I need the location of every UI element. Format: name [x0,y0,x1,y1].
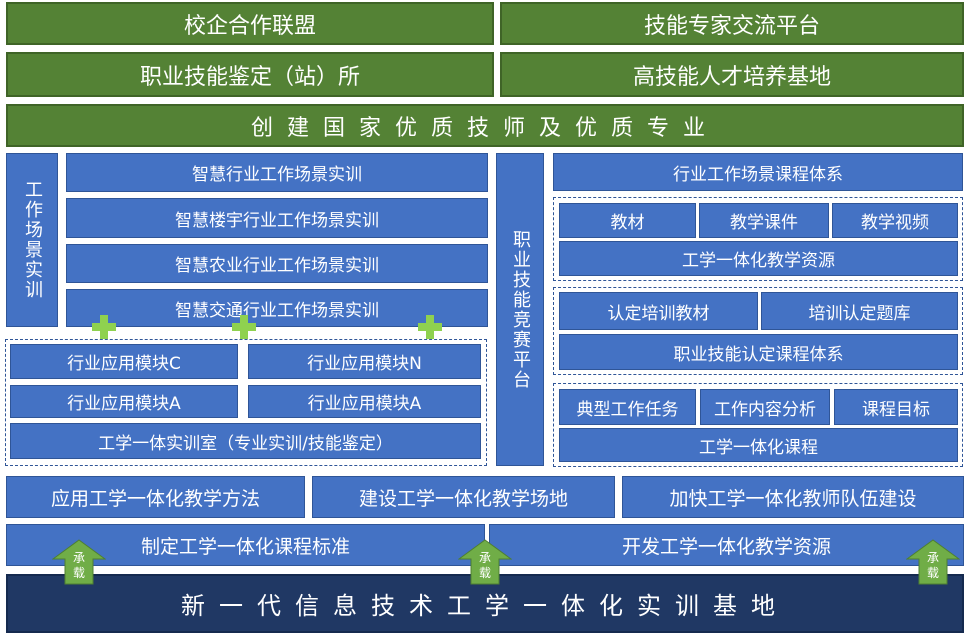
resource-group [553,197,963,281]
scene-item: 智慧行业工作场景实训 [66,153,488,192]
course-item-label: 典型工作任务 [576,399,679,420]
course-system-box: 行业工作场景课程体系 [553,153,963,191]
plus-icon [92,315,116,339]
resource-title-box: 工学一体化教学资源 [559,241,958,276]
course-item-label: 课程目标 [862,399,930,420]
scene-item: 智慧楼宇行业工作场景实训 [66,198,488,238]
expert-platform-box: 技能专家交流平台 [500,2,964,45]
scene-label: 智慧楼宇行业工作场景实训 [175,210,379,231]
cert-title-box: 职业技能认定课程体系 [559,334,958,370]
scene-label: 智慧行业工作场景实训 [192,165,362,185]
arrow-up-icon: 承 载 [458,539,512,585]
lab-box: 工学一体实训室（专业实训/技能鉴定） [10,423,481,459]
resource-title-label: 工学一体化教学资源 [682,251,835,271]
resource-item: 教学课件 [699,203,829,238]
course-item: 课程目标 [834,389,958,425]
arrow-label: 承 [72,551,85,565]
module-item: 行业应用模块N [248,344,481,379]
method-box: 建设工学一体化教学场地 [312,476,615,518]
module-label: 行业应用模块A [307,394,422,414]
alliance-label: 校企合作联盟 [183,13,316,39]
method-box: 应用工学一体化教学方法 [6,476,305,518]
course-standard-label: 制定工学一体化课程标准 [140,535,350,558]
scene-label: 智慧交通行业工作场景实训 [175,300,379,321]
arrow-label: 承 [478,551,491,565]
resource-label: 教材 [610,213,645,233]
module-label: 行业应用模块A [67,394,181,414]
cert-label: 培训认定题库 [808,303,911,324]
module-label: 行业应用模块C [67,354,181,374]
module-group [5,339,487,466]
arrow-label: 载 [926,566,939,580]
dev-resources-label: 开发工学一体化教学资源 [621,535,831,558]
cert-item: 培训认定题库 [761,292,958,330]
method-label: 加快工学一体化教师队伍建设 [669,487,917,510]
course-item: 典型工作任务 [559,389,696,425]
expert-platform-label: 技能专家交流平台 [643,13,820,39]
banner-box: 创建国家优质技师及优质专业 [6,104,964,147]
alliance-box: 校企合作联盟 [6,2,494,45]
method-box: 加快工学一体化教师队伍建设 [622,476,964,518]
workplace-training-label: 工作场景实训 [22,180,43,300]
base-label: 新一代信息技术工学一体化实训基地 [181,592,789,620]
course-group [553,383,963,467]
plus-icon [418,315,442,339]
module-item: 行业应用模块C [10,344,238,379]
cert-title-label: 职业技能认定课程体系 [673,344,844,365]
resource-item: 教材 [559,203,696,238]
course-system-label: 行业工作场景课程体系 [673,164,843,185]
lab-label: 工学一体实训室（专业实训/技能鉴定） [98,433,393,454]
method-label: 应用工学一体化教学方法 [50,487,260,510]
course-title-box: 工学一体化课程 [559,428,958,462]
appraisal-station-label: 职业技能鉴定（站）所 [139,64,360,90]
cert-label: 认定培训教材 [607,303,710,324]
course-title-label: 工学一体化课程 [699,437,818,458]
cert-item: 认定培训教材 [559,292,758,330]
resource-label: 教学视频 [861,213,929,233]
talent-base-box: 高技能人才培养基地 [500,52,964,97]
scene-label: 智慧农业行业工作场景实训 [175,256,379,276]
dev-resources-box: 开发工学一体化教学资源 [489,524,964,566]
resource-item: 教学视频 [832,203,958,238]
talent-base-label: 高技能人才培养基地 [632,64,831,90]
method-label: 建设工学一体化教学场地 [358,487,568,510]
course-item: 工作内容分析 [700,389,830,425]
module-item: 行业应用模块A [248,385,481,418]
arrow-label: 承 [926,551,939,565]
arrow-label: 载 [478,566,491,580]
arrow-up-icon: 承 载 [906,539,960,585]
cert-group [553,287,963,375]
base-box: 新一代信息技术工学一体化实训基地 [6,574,964,633]
arrow-label: 载 [72,566,85,580]
workplace-training-vertical: 工作场景实训 [6,153,58,327]
scene-item: 智慧交通行业工作场景实训 [66,289,488,327]
skills-competition-vertical: 职业技能竞赛平台 [496,153,544,466]
module-label: 行业应用模块N [307,354,422,374]
scene-item: 智慧农业行业工作场景实训 [66,244,488,283]
arrow-up-icon: 承 载 [52,539,106,585]
module-item: 行业应用模块A [10,385,238,418]
plus-icon [232,315,256,339]
appraisal-station-box: 职业技能鉴定（站）所 [6,52,494,97]
banner-label: 创建国家优质技师及优质专业 [250,115,719,141]
course-item-label: 工作内容分析 [714,399,816,420]
skills-competition-label: 职业技能竞赛平台 [510,229,531,390]
resource-label: 教学课件 [730,213,798,233]
